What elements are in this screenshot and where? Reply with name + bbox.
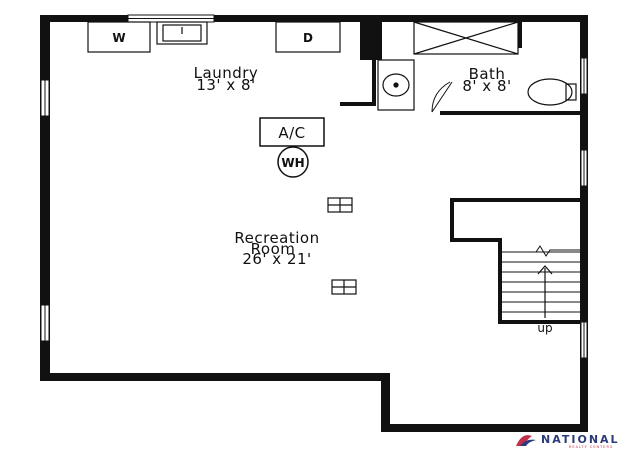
- recreation-name: Recreation: [234, 229, 319, 247]
- washer-label: W: [112, 31, 125, 45]
- laundry-name: Laundry: [194, 64, 259, 82]
- sink: [377, 59, 415, 111]
- recreation-name-2: Room: [251, 240, 296, 258]
- water-heater: WH: [277, 146, 309, 178]
- interior-walls: [340, 22, 580, 115]
- logo-name: NATIONAL: [541, 433, 620, 446]
- exterior-walls: [40, 15, 588, 432]
- floor-vents: [327, 197, 357, 295]
- bath-door: [431, 81, 453, 113]
- company-logo: NATIONAL REALTY CENTERS: [516, 433, 620, 449]
- toilet: [527, 78, 577, 106]
- laundry-size: 13' x 8': [196, 76, 255, 94]
- ac-unit: A/C: [259, 117, 325, 147]
- logo-sub: REALTY CENTERS: [569, 445, 613, 449]
- windows: [40, 14, 588, 359]
- bath-size: 8' x 8': [462, 77, 511, 95]
- dryer: D: [275, 21, 341, 53]
- bath-name: Bath: [469, 65, 506, 83]
- ac-label: A/C: [278, 124, 305, 142]
- water-heater-label: WH: [281, 156, 304, 170]
- stairwell: [450, 198, 580, 324]
- washer: W: [87, 21, 151, 53]
- recreation-size: 26' x 21': [242, 250, 311, 268]
- shower: [413, 21, 519, 55]
- stairs-label: up: [537, 321, 552, 335]
- laundry-sink: [156, 21, 208, 45]
- dryer-label: D: [303, 31, 313, 45]
